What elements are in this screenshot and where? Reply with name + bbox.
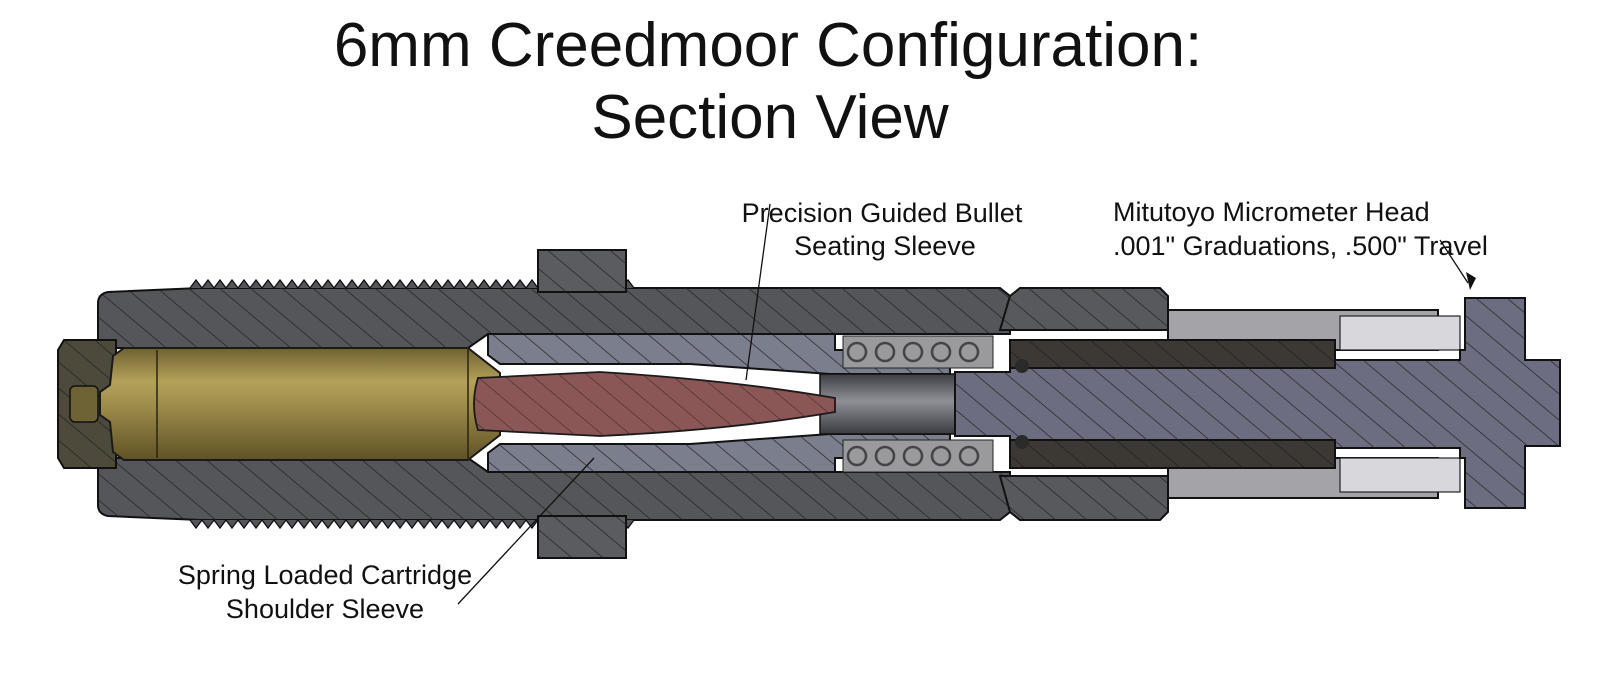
- title-line-2: Section View: [591, 83, 949, 152]
- seating-stem: [819, 373, 956, 435]
- callout-shoulder-sleeve: Spring Loaded Cartridge Shoulder Sleeve: [178, 457, 595, 624]
- lock-ring: [537, 249, 627, 559]
- callout-shoulder-sleeve-line-1: Spring Loaded Cartridge: [178, 560, 472, 590]
- micrometer-thimble: [1009, 339, 1336, 469]
- spring-top: [842, 335, 994, 369]
- callout-micrometer: Mitutoyo Micrometer Head .001" Graduatio…: [1113, 197, 1488, 290]
- callout-micrometer-arrowhead: [1466, 272, 1476, 290]
- callout-bullet-sleeve-line-2: Seating Sleeve: [794, 231, 976, 261]
- callout-shoulder-sleeve-line-2: Shoulder Sleeve: [226, 594, 424, 624]
- coupling-nut: [998, 287, 1169, 521]
- cartridge-case: [99, 347, 501, 461]
- bullet-seating-sleeve: [487, 333, 951, 473]
- die-base-cap: [57, 339, 117, 469]
- spring-bottom: [842, 439, 994, 473]
- callout-bullet-sleeve-line-1: Precision Guided Bullet: [742, 198, 1023, 228]
- title-line-1: 6mm Creedmoor Configuration:: [334, 11, 1202, 80]
- primer-pocket: [69, 385, 99, 423]
- callout-micrometer-line-1: Mitutoyo Micrometer Head: [1113, 197, 1430, 227]
- micrometer-spindle: [954, 297, 1561, 509]
- callout-micrometer-line-2: .001" Graduations, .500" Travel: [1113, 231, 1488, 261]
- callout-bullet-sleeve: Precision Guided Bullet Seating Sleeve: [742, 198, 1023, 381]
